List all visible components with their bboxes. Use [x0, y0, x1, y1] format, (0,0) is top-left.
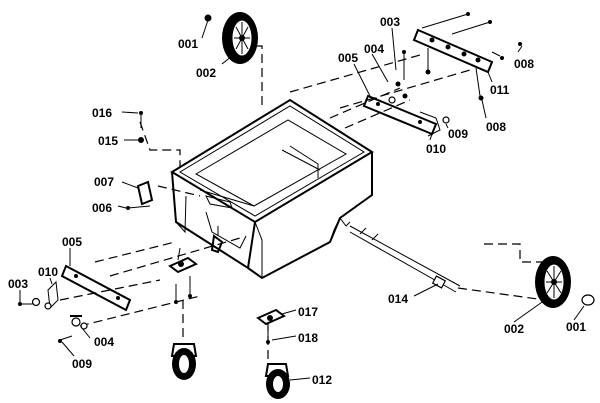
label-part-003-top: 003 — [380, 15, 400, 29]
caster-left — [168, 247, 198, 380]
axle — [349, 225, 461, 293]
label-part-009-left: 009 — [72, 357, 92, 371]
label-part-010-top: 010 — [426, 142, 446, 156]
label-part-003-left: 003 — [8, 277, 28, 291]
label-part-001-top: 001 — [178, 37, 198, 51]
label-part-009-top: 009 — [448, 127, 468, 141]
label-part-016: 016 — [92, 106, 112, 120]
wheel-top — [204, 12, 258, 64]
label-part-002-top: 002 — [196, 66, 216, 80]
label-part-004-left: 004 — [94, 335, 114, 349]
label-part-007: 007 — [94, 175, 114, 189]
label-part-004-top: 004 — [364, 42, 384, 56]
label-part-006: 006 — [92, 201, 112, 215]
label-part-010-left: 010 — [38, 265, 58, 279]
label-part-012: 012 — [312, 373, 332, 387]
left-plate — [18, 264, 132, 343]
label-part-008-a: 008 — [514, 57, 534, 71]
label-part-014: 014 — [388, 292, 408, 306]
label-part-015: 015 — [98, 134, 118, 148]
top-plate — [362, 50, 450, 137]
label-part-008-b: 008 — [486, 120, 506, 134]
label-part-017: 017 — [298, 305, 318, 319]
part-labels: 001 002 003 004 005 008 011 008 009 010 … — [8, 15, 586, 387]
label-part-001-right: 001 — [566, 320, 586, 334]
label-part-005-top: 005 — [338, 51, 358, 65]
assembly-lines — [59, 45, 546, 360]
label-part-005-left: 005 — [62, 235, 82, 249]
caster-bottom — [256, 308, 290, 399]
clip-006-007 — [126, 180, 154, 210]
label-part-002-right: 002 — [504, 322, 524, 336]
leader-lines — [19, 19, 585, 381]
hopper-body — [170, 98, 374, 280]
label-part-011: 011 — [490, 83, 510, 97]
wheel-right — [535, 256, 595, 308]
bolt-015-016 — [138, 111, 144, 143]
label-part-018: 018 — [298, 331, 318, 345]
